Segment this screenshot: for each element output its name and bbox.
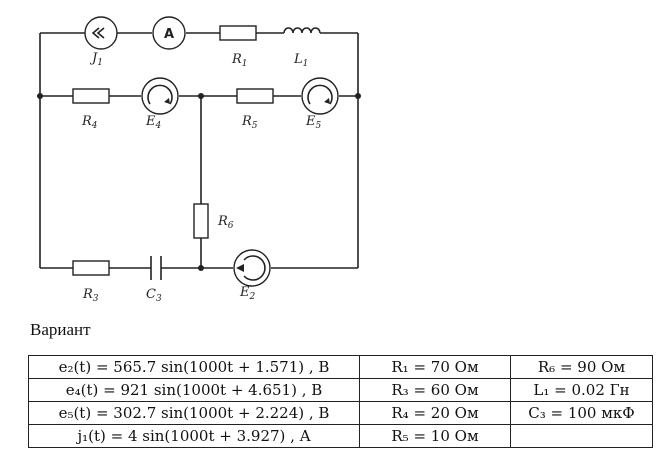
- circuit-diagram: A J1 R1 L1 R4 E4 R5 E5 R6 R3 C3 E2: [37, 16, 361, 304]
- table-row: e₅(t) = 302.7 sin(1000t + 2.224) , B R₄ …: [28, 401, 653, 425]
- label-r4: R4: [81, 114, 98, 131]
- table-cell: R₄ = 20 Ом: [359, 401, 511, 425]
- table-row: j₁(t) = 4 sin(1000t + 3.927) , A R₅ = 10…: [28, 424, 653, 448]
- table-cell: R₃ = 60 Ом: [359, 378, 511, 402]
- label-l1: L1: [293, 52, 308, 69]
- label-e4: E4: [145, 114, 162, 131]
- node-bottom: [198, 265, 204, 271]
- variant-table: e₂(t) = 565.7 sin(1000t + 1.571) , B R₁ …: [28, 355, 653, 448]
- label-e5: E5: [305, 114, 322, 131]
- label-e2: E2: [239, 285, 256, 302]
- ammeter: A: [152, 16, 186, 50]
- wires: [39, 32, 359, 269]
- capacitor-c3: [150, 256, 162, 280]
- table-cell: [510, 424, 653, 448]
- label-c3: C3: [146, 287, 162, 304]
- node-middle: [198, 93, 204, 99]
- node-left: [37, 93, 43, 99]
- resistor-r6: [193, 203, 209, 239]
- node-right: [355, 93, 361, 99]
- emf-source-e4: [141, 77, 179, 115]
- table-row: e₄(t) = 921 sin(1000t + 4.651) , B R₃ = …: [28, 378, 653, 402]
- table-cell: R₁ = 70 Ом: [359, 355, 511, 379]
- resistor-r3: [72, 260, 110, 276]
- label-r1: R1: [231, 52, 248, 69]
- label-r3: R3: [82, 287, 99, 304]
- table-row: e₂(t) = 565.7 sin(1000t + 1.571) , B R₁ …: [28, 355, 653, 379]
- label-r5: R5: [241, 114, 258, 131]
- table-cell: j₁(t) = 4 sin(1000t + 3.927) , A: [28, 424, 360, 448]
- emf-source-e2: [233, 249, 271, 287]
- variant-title: Вариант: [30, 320, 91, 339]
- resistor-r5: [236, 88, 274, 104]
- inductor-l1: [283, 27, 321, 34]
- table-cell: R₅ = 10 Ом: [359, 424, 511, 448]
- table-cell: L₁ = 0.02 Гн: [510, 378, 653, 402]
- resistor-r1: [219, 25, 257, 41]
- table-cell: e₂(t) = 565.7 sin(1000t + 1.571) , B: [28, 355, 360, 379]
- emf-source-e5: [301, 77, 339, 115]
- current-source-j1: [84, 16, 118, 50]
- table-cell: e₅(t) = 302.7 sin(1000t + 2.224) , B: [28, 401, 360, 425]
- table-cell: C₃ = 100 мкФ: [510, 401, 653, 425]
- table-cell: R₆ = 90 Ом: [510, 355, 653, 379]
- table-cell: e₄(t) = 921 sin(1000t + 4.651) , B: [28, 378, 360, 402]
- ammeter-label: A: [164, 27, 174, 42]
- label-j1: J1: [89, 51, 103, 68]
- label-r6: R6: [217, 214, 234, 231]
- resistor-r4: [72, 88, 110, 104]
